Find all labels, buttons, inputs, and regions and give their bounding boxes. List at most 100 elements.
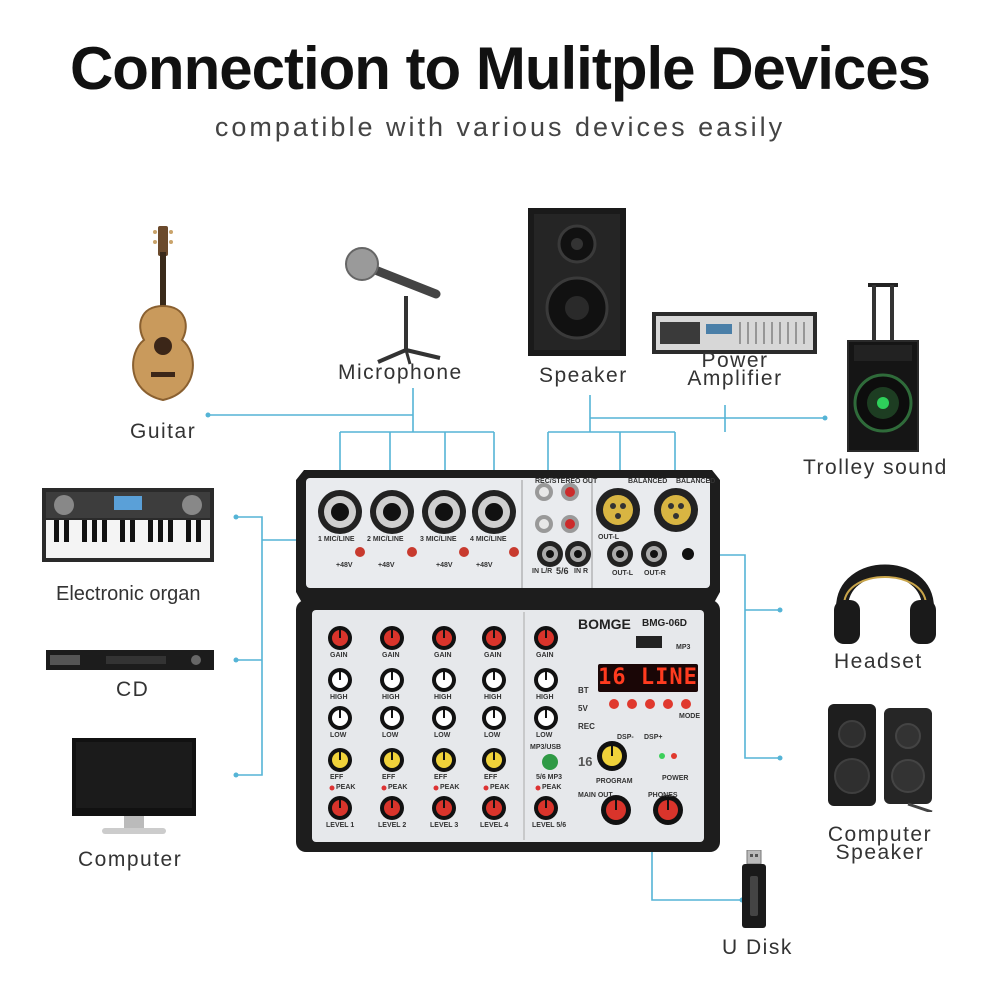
bt-label: BT — [578, 686, 589, 695]
knob-label-ch4-gain: GAIN — [484, 652, 502, 659]
rca-jack-1[interactable] — [535, 483, 553, 501]
phantom-label-4: +48V — [476, 562, 493, 569]
in-r-label: IN R — [574, 568, 588, 575]
knob-ch3-row4[interactable] — [432, 748, 456, 772]
knob-ch1-row2[interactable] — [328, 668, 352, 692]
knob-ch2-row5[interactable] — [380, 796, 404, 820]
knob-ch4-row5[interactable] — [482, 796, 506, 820]
phantom-switch-4[interactable] — [509, 547, 519, 557]
knob-ch5-row3[interactable] — [534, 706, 558, 730]
knob-ch1-row4[interactable] — [328, 748, 352, 772]
quarter-inch-jack-1[interactable] — [537, 541, 563, 567]
level-label-ch5: LEVEL 5/6 — [532, 822, 567, 829]
mp3-usb-toggle[interactable] — [542, 754, 558, 770]
knob-ch2-row1[interactable] — [380, 626, 404, 650]
ch56-label: 5/6 — [556, 566, 569, 576]
computer-speaker-label-line2: Speaker — [835, 841, 925, 864]
computer-monitor-icon — [72, 738, 196, 834]
knob-ch3-row1[interactable] — [432, 626, 456, 650]
knob-ch1-row1[interactable] — [328, 626, 352, 650]
phantom-switch-2[interactable] — [407, 547, 417, 557]
mp3-control-button-3[interactable] — [645, 699, 655, 709]
phantom-label-2: +48V — [378, 562, 395, 569]
knob-ch5-row2[interactable] — [534, 668, 558, 692]
pk-led — [671, 753, 677, 759]
knob-ch5-row5[interactable] — [534, 796, 558, 820]
knob-ch4-row3[interactable] — [482, 706, 506, 730]
knob-ch2-row4[interactable] — [380, 748, 404, 772]
xlr-input-3[interactable] — [422, 490, 469, 557]
xlr-out-l[interactable] — [596, 488, 640, 532]
knob-ch2-row3[interactable] — [380, 706, 404, 730]
usb-port[interactable] — [636, 636, 662, 648]
wire-left-bus — [236, 516, 263, 776]
xlr-input-1[interactable] — [318, 490, 365, 557]
u-disk-icon — [742, 850, 766, 928]
in-lr-label: IN L/R — [532, 568, 553, 575]
program-knob[interactable] — [597, 741, 627, 771]
headphone-jack[interactable] — [682, 548, 694, 560]
knob-ch4-row1[interactable] — [482, 626, 506, 650]
phantom-label-1: +48V — [336, 562, 353, 569]
phantom-switch-3[interactable] — [459, 547, 469, 557]
cd-label: CD — [116, 678, 150, 701]
rec-stereo-out-label: REC/STEREO OUT — [535, 478, 598, 485]
quarter-inch-jack-2[interactable] — [565, 541, 591, 567]
mp3-control-button-2[interactable] — [627, 699, 637, 709]
dsp-plus-label: DSP+ — [644, 734, 663, 741]
knob-label-ch4-high: HIGH — [484, 694, 502, 701]
rec-label: REC — [578, 722, 595, 731]
mixer-controls — [318, 483, 698, 825]
trolley-speaker-icon — [847, 283, 919, 452]
knob-label-ch2-eff: EFF — [382, 774, 396, 781]
xlr-input-4[interactable] — [472, 490, 519, 557]
power-amplifier-label-line2: Amplifier — [687, 367, 783, 390]
knob-ch1-row3[interactable] — [328, 706, 352, 730]
knob-ch2-row2[interactable] — [380, 668, 404, 692]
phones-knob[interactable] — [653, 795, 683, 825]
phantom-label-3: +48V — [436, 562, 453, 569]
knob-label-ch1-gain: GAIN — [330, 652, 348, 659]
microphone-label: Microphone — [338, 361, 463, 384]
level-label-ch2: LEVEL 2 — [378, 822, 407, 829]
rca-jack-3[interactable] — [535, 515, 553, 533]
out-l-label-top: OUT-L — [598, 534, 619, 541]
ch4-label: 4 MIC/LINE — [470, 536, 507, 543]
ch2-label: 2 MIC/LINE — [367, 536, 404, 543]
dsp-counter: 16 — [578, 754, 593, 769]
quarter-inch-jack-4[interactable] — [641, 541, 667, 567]
mp3-control-button-5[interactable] — [681, 699, 691, 709]
page-subtitle: compatible with various devices easily — [214, 112, 786, 142]
page-title: Connection to Mulitple Devices — [69, 35, 931, 102]
knob-ch4-row2[interactable] — [482, 668, 506, 692]
power-label: POWER — [662, 775, 689, 782]
knob-ch5-row1[interactable] — [534, 626, 558, 650]
phantom-switch-1[interactable] — [355, 547, 365, 557]
xlr-out-r[interactable] — [654, 488, 698, 532]
knob-ch1-row5[interactable] — [328, 796, 352, 820]
headset-icon — [834, 564, 936, 644]
dsp-minus-label: DSP- — [617, 734, 634, 741]
knob-label-ch3-low: LOW — [434, 732, 451, 739]
knob-ch3-row5[interactable] — [432, 796, 456, 820]
balanced-label-l: BALANCED — [628, 478, 668, 485]
knob-ch3-row3[interactable] — [432, 706, 456, 730]
main-out-knob[interactable] — [601, 795, 631, 825]
rca-jack-4[interactable] — [561, 515, 579, 533]
mp3-control-button-4[interactable] — [663, 699, 673, 709]
mixer-brand: BOMGE — [578, 616, 631, 632]
mode-label: MODE — [679, 713, 700, 720]
knob-ch4-row4[interactable] — [482, 748, 506, 772]
guitar-icon — [132, 226, 194, 402]
mp3-control-button-1[interactable] — [609, 699, 619, 709]
microphone-icon — [345, 247, 441, 365]
knob-label-ch2-high: HIGH — [382, 694, 400, 701]
ch3-label: 3 MIC/LINE — [420, 536, 457, 543]
rca-jack-2[interactable] — [561, 483, 579, 501]
xlr-input-2[interactable] — [370, 490, 417, 557]
knob-ch3-row2[interactable] — [432, 668, 456, 692]
level-label-ch1: LEVEL 1 — [326, 822, 355, 829]
knob-label-ch5-gain: GAIN — [536, 652, 554, 659]
quarter-inch-jack-3[interactable] — [607, 541, 633, 567]
balanced-label-r: BALANCED — [676, 478, 716, 485]
